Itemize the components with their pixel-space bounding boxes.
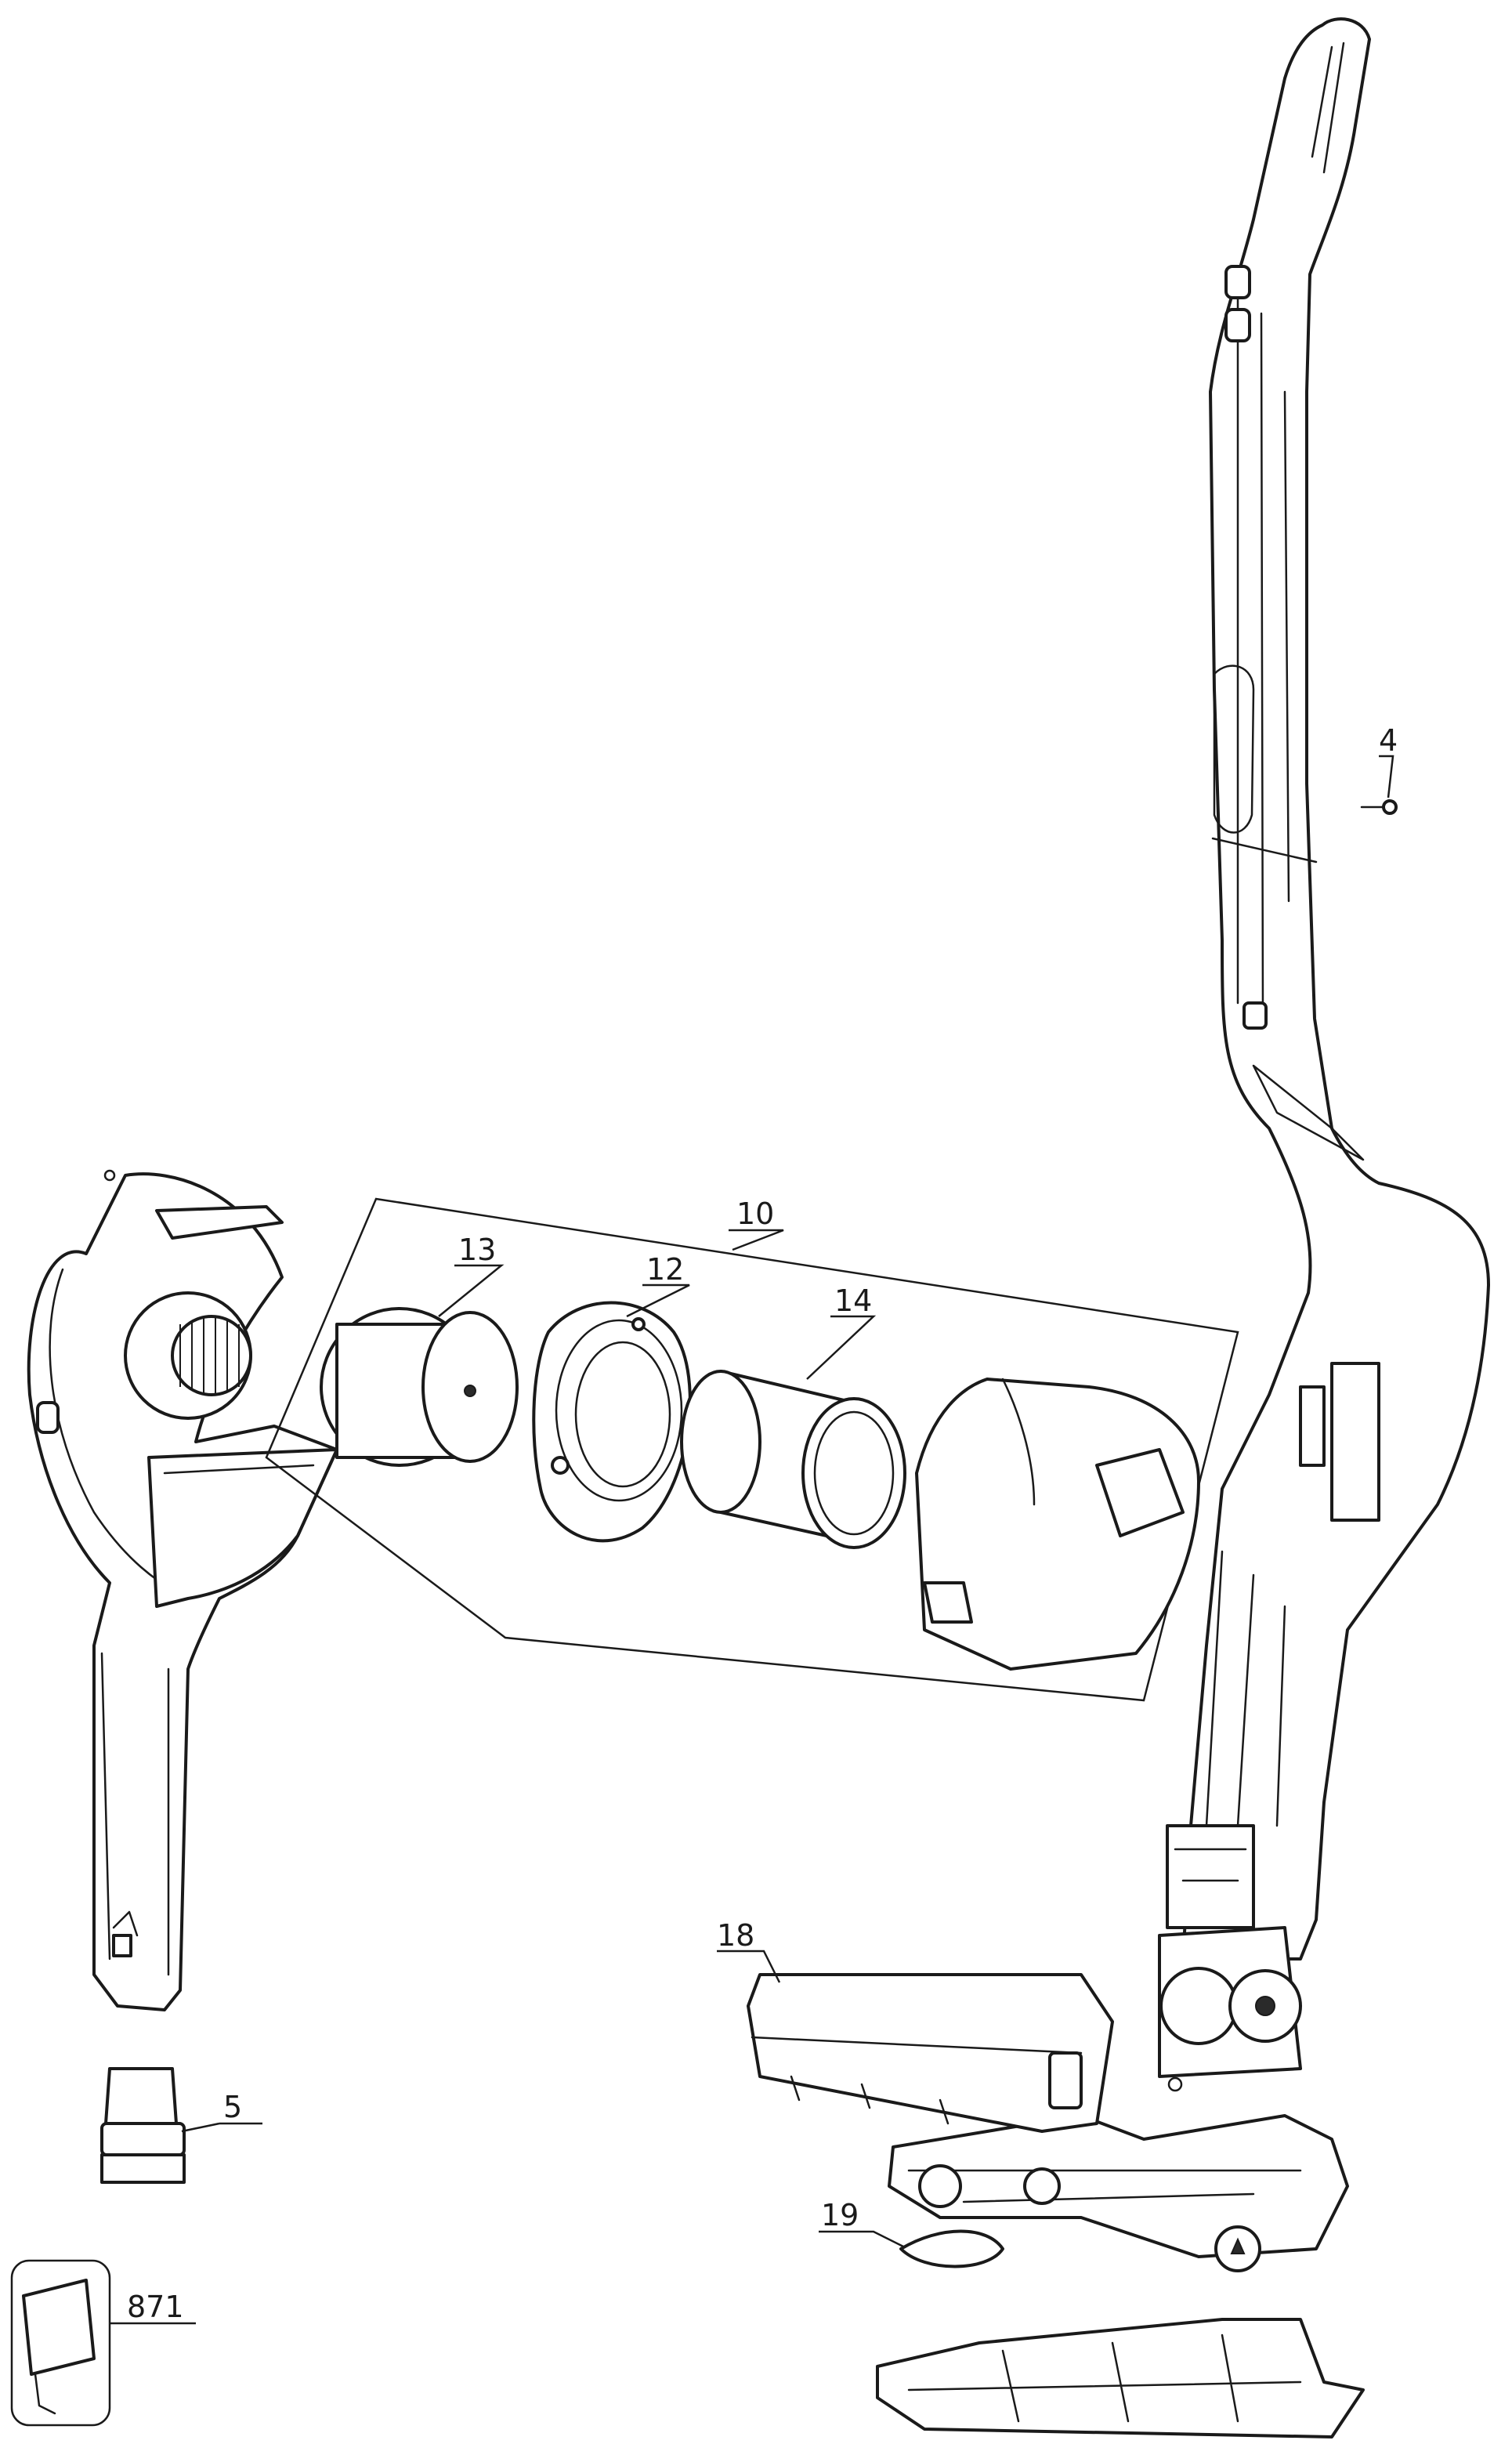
callout-18: 18 (717, 1918, 781, 1983)
callout-19: 19 (819, 2198, 906, 2249)
filter-assembly-outline (265, 1197, 1239, 1702)
drive-belt (899, 2229, 1004, 2268)
callout-12: 12 (626, 1252, 690, 1318)
callout-5: 5 (181, 2090, 262, 2133)
callout-label-18: 18 (717, 1918, 754, 1953)
callout-label-12: 12 (646, 1252, 684, 1287)
pleated-filter (320, 1307, 519, 1467)
callout-label-19: 19 (821, 2198, 859, 2232)
callout-14: 14 (806, 1283, 877, 1380)
charger (10, 2259, 111, 2427)
filter-frame (532, 1301, 692, 1543)
brush-tool (100, 2067, 186, 2184)
handheld-unit (27, 1169, 338, 2011)
callout-13: 13 (438, 1233, 505, 1317)
stick-vacuum-body (1158, 17, 1490, 2092)
callout-label-13: 13 (458, 1233, 496, 1267)
callout-label-14: 14 (834, 1283, 872, 1318)
callout-label-871: 871 (127, 2290, 184, 2324)
mesh-filter (680, 1370, 906, 1549)
screw (1360, 799, 1398, 815)
callout-label-5: 5 (223, 2090, 242, 2124)
floor-head (876, 2114, 1365, 2438)
callout-871: 871 (110, 2290, 196, 2325)
battery-pack (747, 1973, 1114, 2133)
callout-4: 4 (1379, 723, 1398, 798)
callout-label-4: 4 (1379, 723, 1398, 758)
callout-10: 10 (729, 1197, 784, 1251)
filter-cover (915, 1378, 1200, 1671)
callout-label-10: 10 (736, 1197, 774, 1231)
